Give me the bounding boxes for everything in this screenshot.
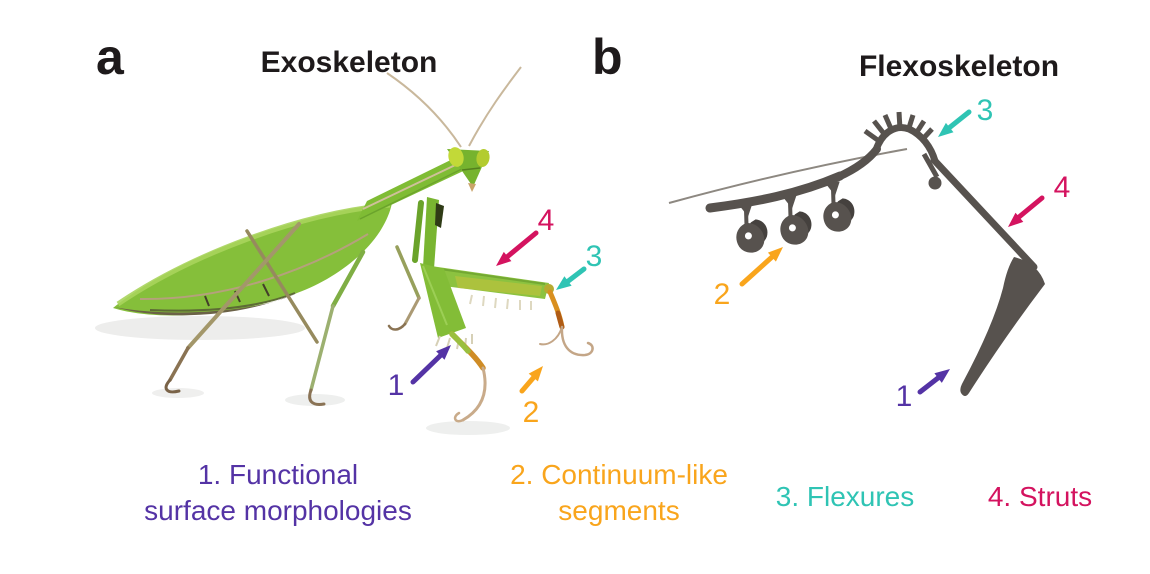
panel-b-title: Flexoskeleton bbox=[858, 50, 1060, 83]
legend-item-2-line-1: 2. Continuum-like bbox=[510, 459, 728, 490]
arrow-a-4 bbox=[496, 230, 539, 266]
mantis-antennae bbox=[386, 66, 522, 148]
arrow-b-4 bbox=[1008, 195, 1045, 227]
flexoskeleton-illustration bbox=[668, 111, 1045, 396]
arrow-b-1 bbox=[917, 369, 950, 395]
mantis-far-foreleg bbox=[412, 200, 594, 357]
panel-a-title: Exoskeleton bbox=[260, 46, 438, 79]
callout-number-a-3: 3 bbox=[585, 240, 603, 273]
arrow-b-3 bbox=[938, 109, 972, 137]
arrow-a-3 bbox=[556, 266, 587, 290]
flexo-strut bbox=[930, 156, 1038, 271]
mantis-near-foreleg bbox=[420, 197, 487, 423]
panel-b-letter: b bbox=[592, 29, 623, 85]
arrow-a-2 bbox=[519, 366, 543, 394]
legend-item-2: 2. Continuum-like segments bbox=[469, 457, 769, 529]
callout-number-b-4: 4 bbox=[1053, 171, 1071, 204]
callout-number-a-4: 4 bbox=[537, 204, 555, 237]
callout-number-b-2: 2 bbox=[713, 278, 731, 311]
callout-arrows bbox=[410, 109, 1045, 395]
mantis-abdomen bbox=[113, 203, 392, 316]
legend-item-1: 1. Functional surface morphologies bbox=[118, 457, 438, 529]
arrow-a-1 bbox=[410, 345, 451, 385]
legend-item-1-line-1: 1. Functional bbox=[197, 459, 359, 490]
flexo-shin bbox=[960, 257, 1045, 396]
callout-number-a-2: 2 bbox=[522, 396, 540, 429]
flexo-flexure-teeth bbox=[863, 111, 934, 144]
callout-number-b-3: 3 bbox=[976, 94, 994, 127]
arrow-b-2 bbox=[739, 247, 783, 287]
mantis-legs bbox=[164, 222, 421, 406]
legend-item-2-line-2: segments bbox=[558, 495, 680, 526]
flexo-base-bar bbox=[705, 171, 845, 213]
callout-number-b-1: 1 bbox=[895, 380, 913, 413]
legend-item-4: 4. Struts bbox=[987, 481, 1093, 512]
panel-a-letter: a bbox=[96, 29, 124, 85]
mantis-illustration bbox=[95, 66, 594, 435]
mantis-head bbox=[447, 147, 490, 192]
legend-item-1-line-2: surface morphologies bbox=[144, 495, 412, 526]
callout-number-a-1: 1 bbox=[387, 369, 405, 402]
legend-item-3: 3. Flexures bbox=[775, 481, 915, 512]
